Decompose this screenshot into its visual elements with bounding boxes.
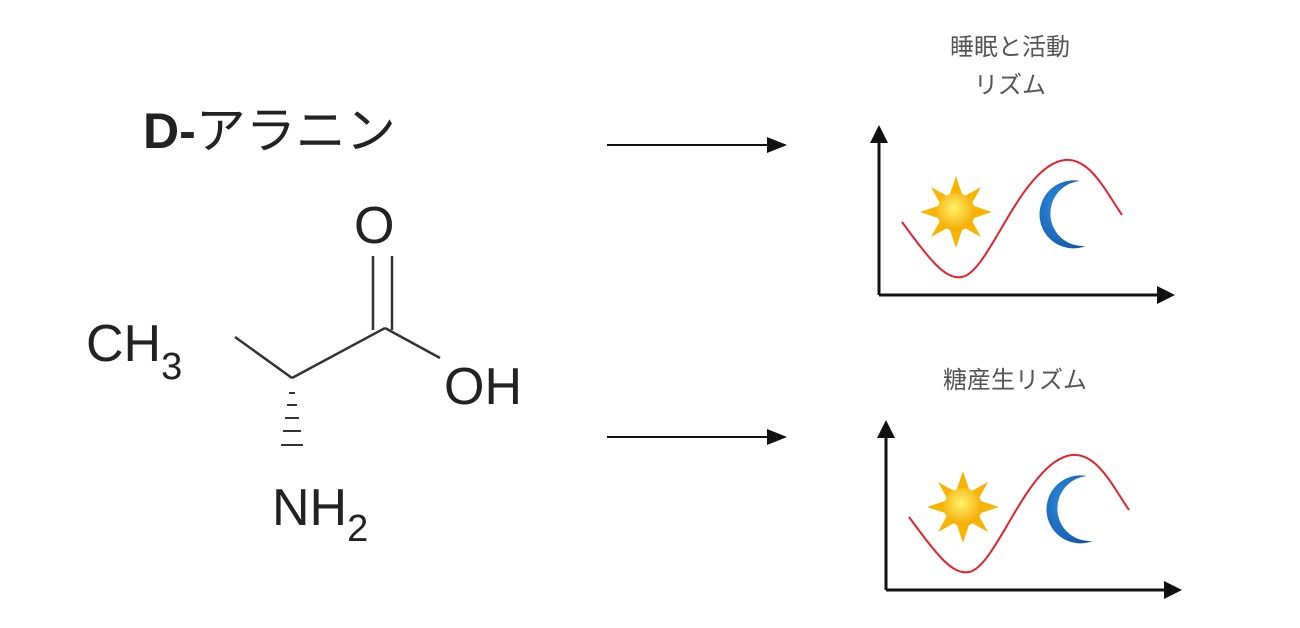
rhythm-curve <box>901 158 1123 279</box>
molecule-name: D-アラニン <box>143 103 396 159</box>
hashed-wedge-bond <box>281 392 303 446</box>
name-main: アラニン <box>196 103 396 159</box>
panel-label-line1: 睡眠と活動 <box>950 34 1070 61</box>
amine-group: NH2 <box>272 479 368 550</box>
hydroxyl-group: OH <box>444 358 522 416</box>
bonds <box>234 256 441 446</box>
sun-icon <box>927 471 999 543</box>
glucose-production-rhythm-panel: 糖産生リズム <box>877 367 1182 599</box>
sun-icon <box>920 176 992 248</box>
moon-icon <box>1046 475 1093 544</box>
bond-carboxyl <box>291 326 386 380</box>
bond-methyl <box>234 335 293 380</box>
methyl-group: CH3 <box>86 315 182 388</box>
name-prefix: D- <box>143 103 196 159</box>
panel-label: 糖産生リズム <box>943 367 1087 394</box>
carbonyl-oxygen: O <box>354 197 394 255</box>
moon-icon <box>1039 180 1086 249</box>
rhythm-curve <box>908 453 1130 574</box>
sleep-activity-rhythm-panel: 睡眠と活動 リズム <box>870 34 1175 304</box>
panel-label-line2: リズム <box>974 72 1046 99</box>
bond-hydroxyl <box>384 326 441 360</box>
